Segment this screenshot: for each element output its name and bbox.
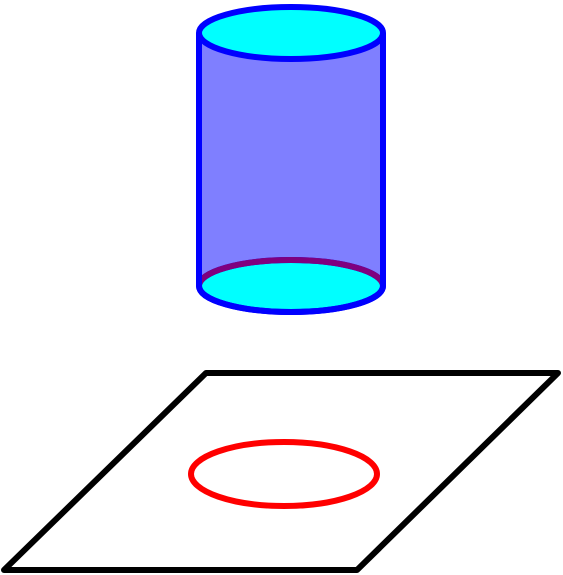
cylinder-bottom-back-edge	[196, 257, 386, 287]
circle-on-plane	[188, 439, 380, 509]
cylinder	[196, 4, 386, 315]
plane-parallelogram	[1, 370, 561, 573]
cylinder-bottom-front-edge	[196, 285, 386, 315]
cylinder-top-cap	[196, 4, 386, 62]
cylinder-body	[199, 33, 383, 312]
